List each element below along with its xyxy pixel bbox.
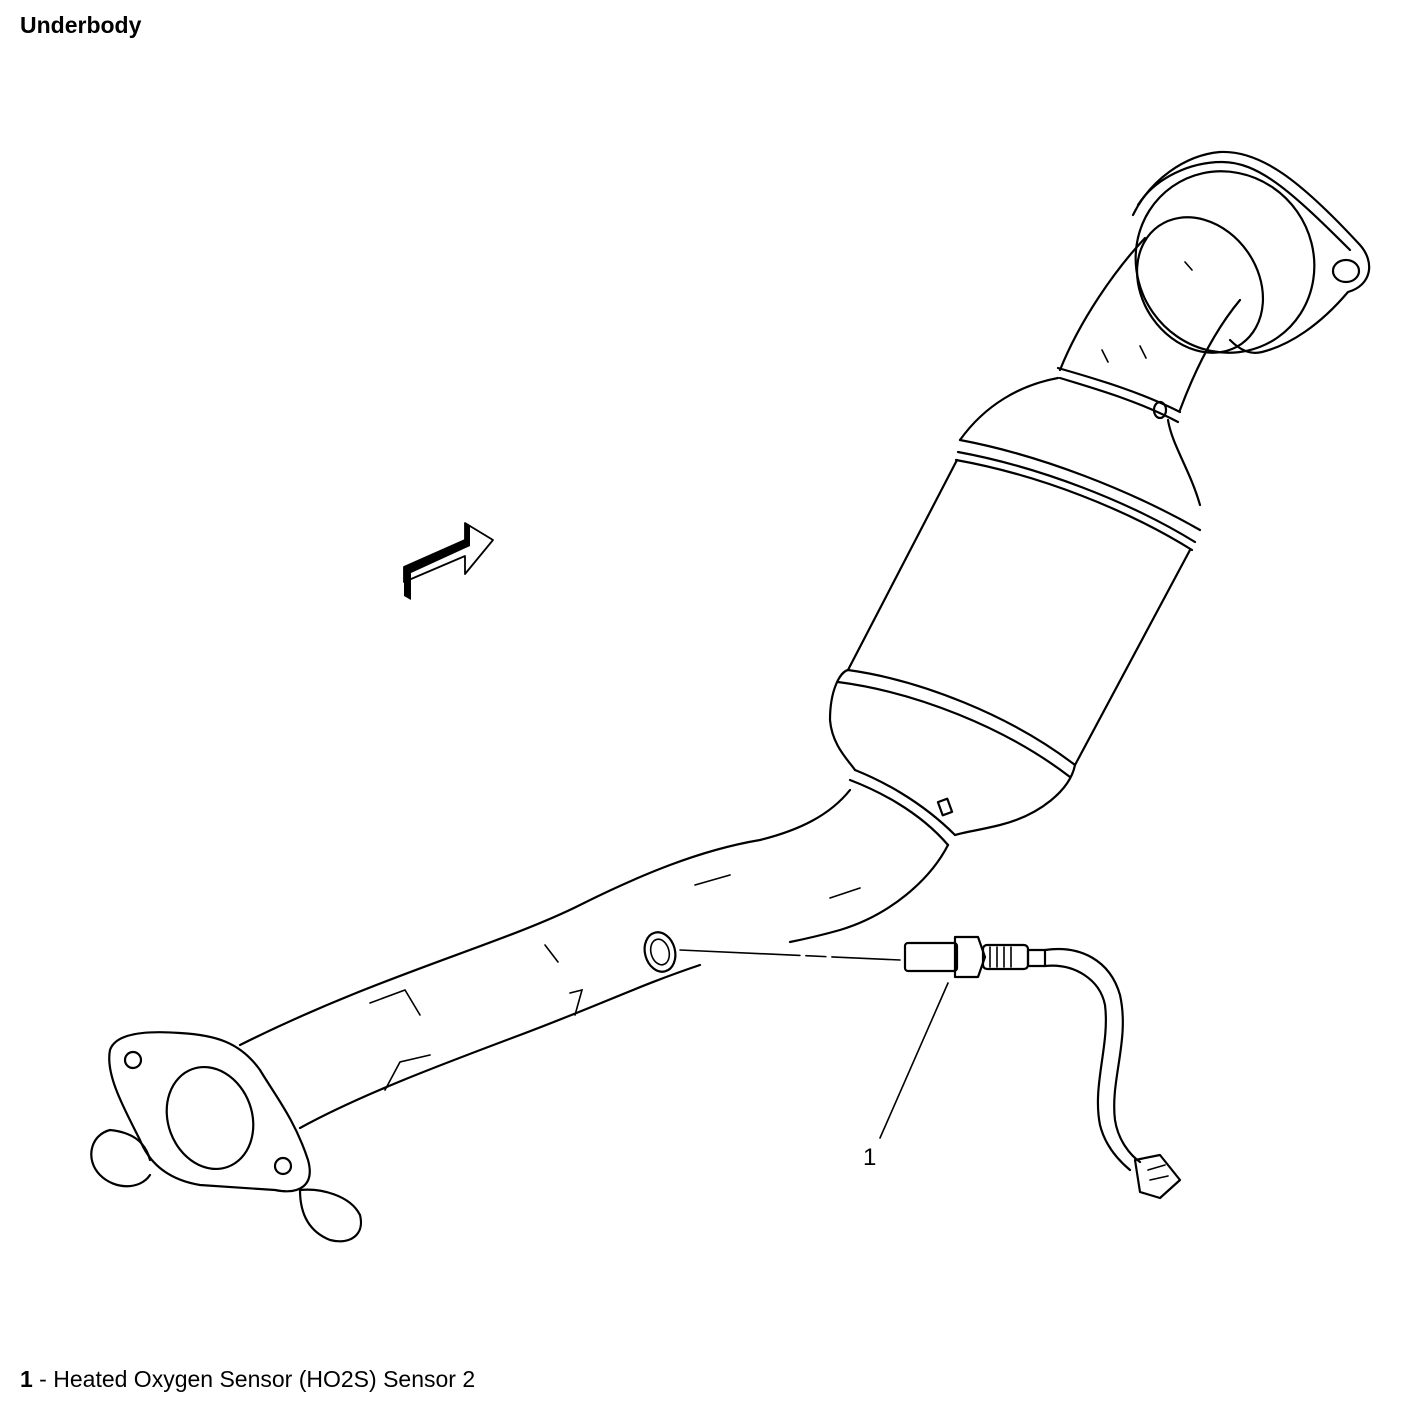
callout-1: 1	[863, 982, 949, 1171]
lower-flange	[90, 1031, 363, 1243]
legend-item-text: Heated Oxygen Sensor (HO2S) Sensor 2	[53, 1366, 476, 1392]
page-title: Underbody	[20, 12, 142, 38]
legend-item-number: 1	[20, 1366, 33, 1392]
exhaust-pipe	[238, 788, 950, 1130]
legend-item-separator: -	[32, 1366, 54, 1392]
callout-number: 1	[863, 1144, 876, 1171]
oxygen-sensor	[679, 935, 1182, 1200]
legend-item: 1 - Heated Oxygen Sensor (HO2S) Sensor 2	[20, 1366, 475, 1393]
inlet-pipe	[1056, 236, 1242, 424]
direction-arrow-icon	[403, 522, 494, 600]
upper-flange	[1131, 150, 1371, 354]
catalytic-converter	[828, 376, 1202, 847]
legend: 1 - Heated Oxygen Sensor (HO2S) Sensor 2	[20, 1366, 475, 1393]
